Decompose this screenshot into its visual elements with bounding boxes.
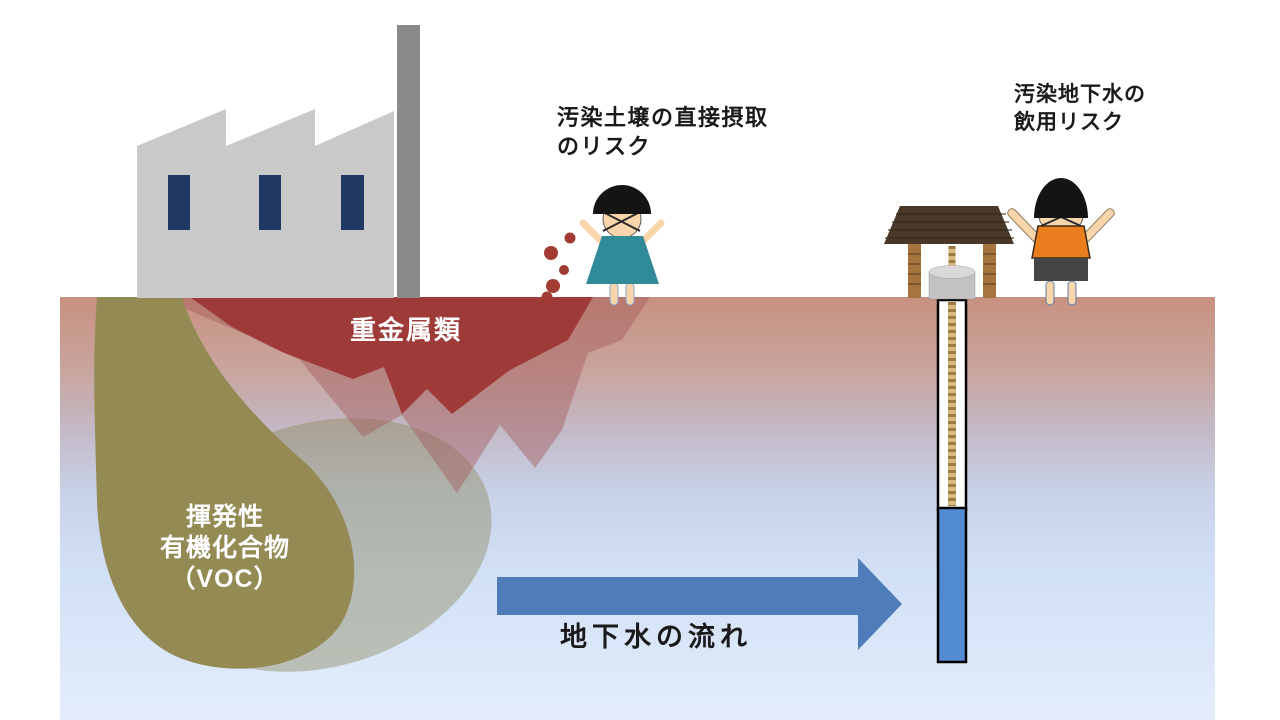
well-house [884,206,1014,300]
voc-line1: 揮発性 [185,503,264,531]
girl-hair [593,185,651,214]
well-post-left [908,244,921,298]
soil-ingestion-risk-line1: 汚染土壌の直接摂取 [557,105,769,130]
well-shaft [936,298,968,664]
boy-shirt [1031,225,1091,259]
factory-window-1 [168,175,190,230]
soil-particle [564,232,576,244]
heavy-metals-label: 重金属類 [350,315,463,345]
voc-plume [94,297,355,669]
groundwater-drinking-risk-line1: 汚染地下水の [1014,83,1146,106]
boy-leg-right [1067,280,1077,306]
factory-window-2 [259,175,281,230]
soil-particles [541,232,576,303]
well-post-right [983,244,996,298]
girl-dress [586,236,659,284]
groundwater-drinking-risk-label: 汚染地下水の 飲用リスク [1014,81,1146,137]
girl-figure [579,185,665,306]
well-casing-rim [928,265,976,279]
heavy-metal-plume [190,297,593,414]
boy-shorts [1034,258,1088,281]
soil-particle [559,265,569,275]
voc-line2: 有機化合物 [159,534,290,562]
voc-line3: （VOC） [170,565,280,593]
voc-label: 揮発性 有機化合物 （VOC） [125,502,325,595]
girl-leg-right [625,282,635,306]
soil-particle [546,279,560,293]
soil-particle [544,246,558,260]
groundwater-flow-arrow [497,558,902,650]
boy-figure [1007,178,1115,306]
well-post-grain [908,253,996,285]
soil-ingestion-risk-label: 汚染土壌の直接摂取 のリスク [557,103,769,161]
groundwater-flow-label: 地下水の流れ [560,622,752,652]
boy-hair [1034,178,1088,218]
soil-ingestion-risk-line2: のリスク [557,134,652,159]
soil-particle [541,291,553,303]
groundwater-drinking-risk-line2: 飲用リスク [1014,111,1124,134]
factory [137,25,420,298]
boy-leg-left [1045,280,1055,306]
girl-face-x [602,211,641,232]
well-roof [884,206,1014,244]
factory-chimney [397,25,420,298]
factory-window-3 [341,175,364,230]
well-roof-grain [885,213,1014,239]
well-water-column [936,506,968,664]
girl-leg-left [609,282,619,306]
